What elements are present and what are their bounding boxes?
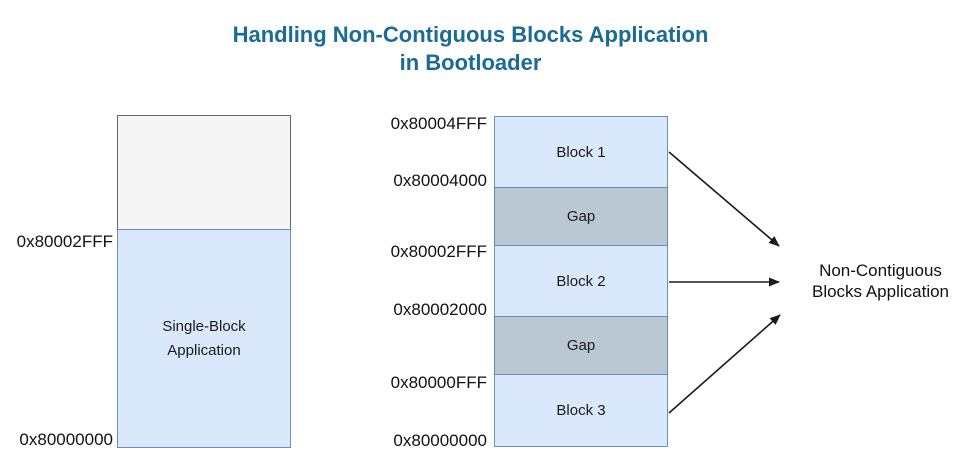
- single-block-application-label: Single-Block Application: [162, 317, 246, 359]
- arrow-block3-to-application: [668, 314, 781, 414]
- address-label-0x80000000-left: 0x80000000: [19, 430, 113, 449]
- address-label-0x80002000: 0x80002000: [393, 300, 487, 319]
- diagram-title-line1: Handling Non-Contiguous Blocks Applicati…: [232, 22, 709, 47]
- result-label-line1: Non-Contiguous: [819, 261, 942, 280]
- diagram-title-line2: in Bootloader: [399, 50, 542, 75]
- single-block-memory-map: Single-Block Application: [117, 115, 291, 448]
- address-label-0x80004FFF: 0x80004FFF: [390, 114, 487, 133]
- diagram-title: Handling Non-Contiguous Blocks Applicati…: [0, 21, 941, 77]
- address-label-0x80002FFF: 0x80002FFF: [390, 242, 487, 261]
- single-block-application-region: Single-Block Application: [117, 229, 291, 448]
- memory-segment-block-3: Block 3: [494, 374, 668, 447]
- address-label-0x80000000: 0x80000000: [393, 431, 487, 450]
- address-label-0x80002FFF-left: 0x80002FFF: [16, 232, 113, 251]
- memory-segment-gap-1: Gap: [494, 187, 668, 246]
- non-contiguous-application-label: Non-Contiguous Blocks Application: [788, 260, 971, 302]
- memory-segment-block-1: Block 1: [494, 116, 668, 188]
- memory-segment-gap-2: Gap: [494, 316, 668, 375]
- memory-segment-block-2: Block 2: [494, 245, 668, 317]
- address-label-0x80004000: 0x80004000: [393, 171, 487, 190]
- non-contiguous-memory-map: Block 1 Gap Block 2 Gap Block 3: [494, 116, 668, 447]
- arrow-block1-to-application: [668, 151, 780, 247]
- result-label-line2: Blocks Application: [811, 282, 950, 301]
- address-label-0x80000FFF: 0x80000FFF: [390, 373, 487, 392]
- block-to-application-arrows: [668, 151, 781, 414]
- unused-flash-region: [117, 115, 291, 230]
